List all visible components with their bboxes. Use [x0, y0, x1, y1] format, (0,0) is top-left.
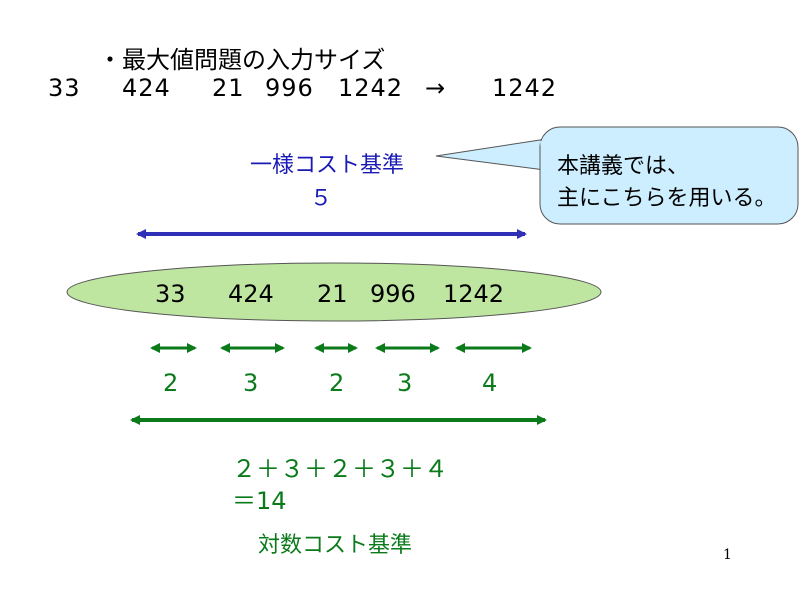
ellipse-number-3: 21 — [317, 280, 348, 308]
log-cost-label: 対数コスト基準 — [258, 533, 413, 558]
page-number: 1 — [723, 547, 732, 563]
callout-line-2: 主にこちらを用いる。 — [557, 186, 777, 211]
ellipse-number-5: 1242 — [443, 280, 505, 308]
input-number-5: 1242 — [338, 74, 404, 102]
input-ellipse — [66, 262, 602, 322]
bit-length-4: 3 — [397, 369, 413, 397]
bit-length-2: 3 — [243, 369, 259, 397]
bit-length-1: 2 — [163, 369, 179, 397]
uniform-cost-label: 一様コスト基準 — [250, 153, 405, 178]
ellipse-number-1: 33 — [155, 280, 186, 308]
output-value: 1242 — [492, 74, 558, 102]
log-sum-expression: ２＋３＋２＋３＋４ — [232, 455, 448, 483]
callout-line-1: 本講義では、 — [557, 154, 690, 179]
input-number-1: 33 — [48, 74, 81, 102]
bit-length-5: 4 — [482, 369, 498, 397]
ellipse-number-4: 996 — [370, 280, 416, 308]
slide-title: ・最大値問題の入力サイズ — [98, 46, 386, 74]
log-sum-result: ＝14 — [232, 487, 287, 515]
input-number-4: 996 — [265, 74, 314, 102]
input-number-3: 21 — [212, 74, 245, 102]
callout-bubble — [435, 126, 799, 225]
result-arrow-icon: → — [425, 74, 447, 102]
input-number-2: 424 — [122, 74, 171, 102]
ellipse-number-2: 424 — [228, 280, 274, 308]
uniform-cost-count: ５ — [310, 186, 333, 211]
bit-length-3: 2 — [329, 369, 345, 397]
